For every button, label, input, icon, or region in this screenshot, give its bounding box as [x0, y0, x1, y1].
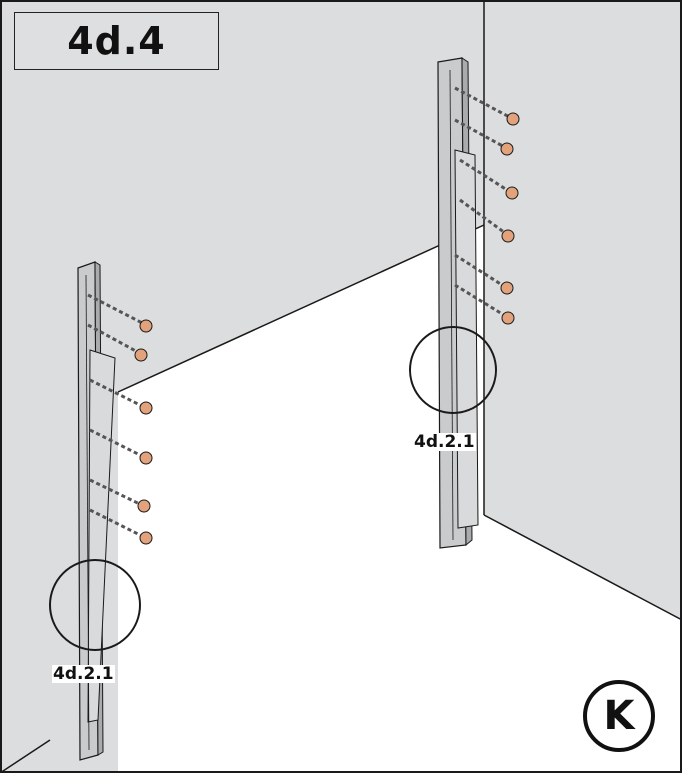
wall-floor-edge-left	[117, 224, 485, 393]
step-number-label: 4d.4	[14, 12, 219, 70]
floor-edge-bottom	[0, 739, 51, 773]
left-rail	[77, 261, 116, 761]
right-rail-screws	[454, 86, 520, 325]
detail-circle-left	[49, 559, 141, 651]
left-rail-inner-profile	[87, 349, 116, 723]
right-rail-inner-profile	[454, 149, 479, 529]
left-rail-screws	[87, 293, 153, 545]
detail-reference-left: 4d.2.1	[52, 664, 115, 684]
right-rail-groove	[449, 69, 454, 541]
floor	[118, 225, 682, 773]
right-wall	[484, 0, 682, 620]
detail-reference-right: 4d.2.1	[413, 432, 476, 452]
left-wall	[0, 0, 484, 773]
wall-floor-edge-right	[483, 514, 682, 621]
variant-badge: K	[583, 680, 655, 752]
detail-circle-right	[409, 326, 497, 414]
